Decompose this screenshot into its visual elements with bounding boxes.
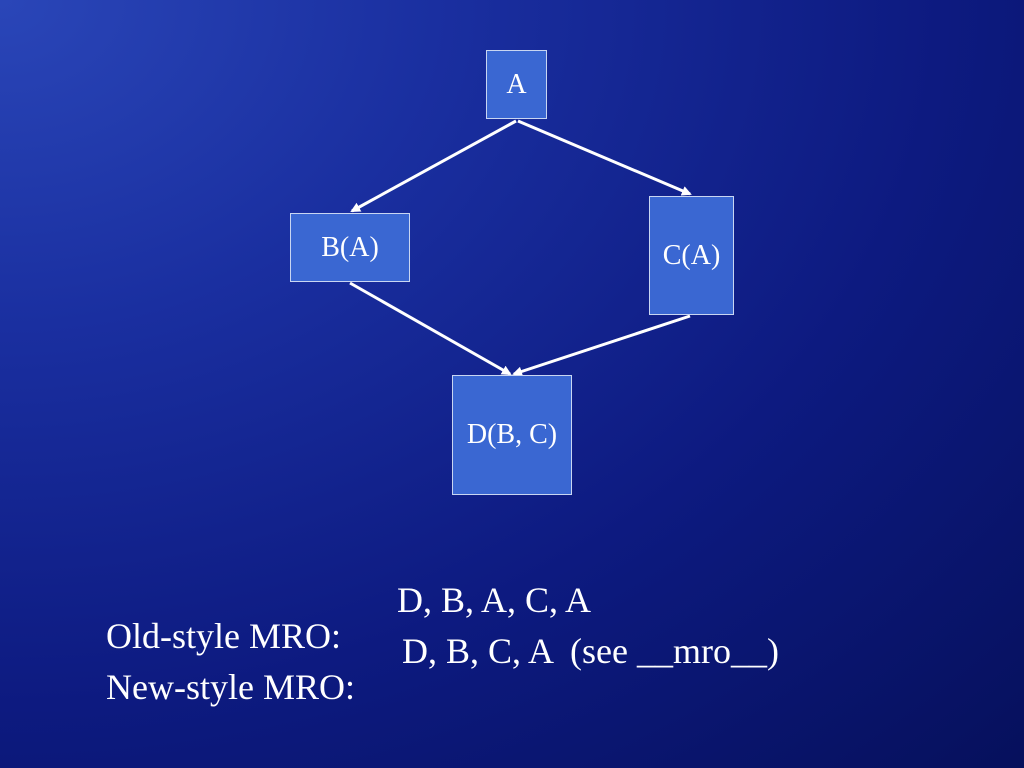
edge-a-to-b (350, 119, 517, 213)
class-node-a-label: A (506, 68, 527, 100)
edge-b-to-d (349, 281, 512, 376)
new-style-mro-value: D, B, C, A (see __mro__) (402, 631, 779, 671)
class-node-b-label: B(A) (321, 231, 379, 263)
new-style-mro-label: New-style MRO: (106, 667, 355, 707)
class-node-a: A (486, 50, 547, 119)
edge-c-to-d (512, 314, 691, 377)
edge-a-to-c (517, 119, 692, 196)
class-node-d: D(B, C) (452, 375, 572, 495)
old-style-mro-line: Old-style MRO: D, B, A, C, A (88, 582, 591, 690)
old-style-mro-label: Old-style MRO: (106, 616, 342, 656)
class-node-b: B(A) (290, 213, 410, 282)
class-node-c: C(A) (649, 196, 734, 315)
new-style-mro-line: New-style MRO: D, B, C, A (see __mro__) (88, 633, 779, 741)
old-style-mro-value: D, B, A, C, A (397, 580, 592, 620)
class-node-d-label: D(B, C) (466, 419, 558, 450)
class-node-c-label: C(A) (662, 239, 721, 271)
